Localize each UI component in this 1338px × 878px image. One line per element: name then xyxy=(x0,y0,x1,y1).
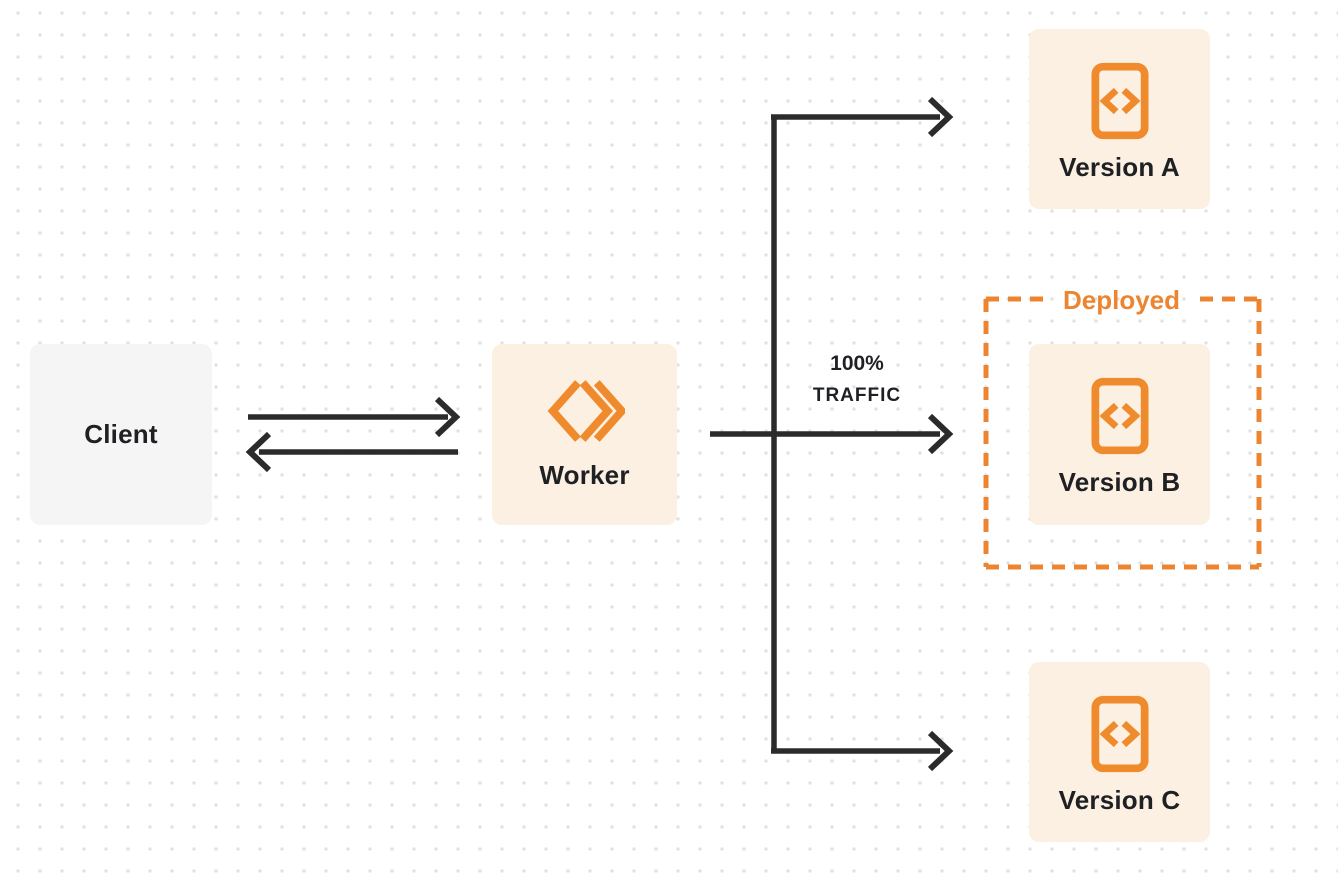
worker-label: Worker xyxy=(539,460,630,490)
arrow-worker-to-version-a xyxy=(771,96,954,138)
traffic-percent: 100% xyxy=(830,352,884,375)
version-b-label: Version B xyxy=(1058,467,1181,497)
workers-chevron-logo-icon xyxy=(545,378,627,444)
node-worker: Worker xyxy=(492,344,677,525)
version-a-label: Version A xyxy=(1059,151,1180,182)
node-version-c: Version C xyxy=(1029,662,1210,842)
arrow-worker-to-version-c xyxy=(771,730,954,772)
traffic-label: 100% TRAFFIC xyxy=(779,348,935,412)
code-file-icon xyxy=(1090,62,1149,140)
arrow-worker-to-version-b xyxy=(710,413,954,455)
traffic-word: TRAFFIC xyxy=(812,385,902,406)
deployed-group-label: Deployed xyxy=(1062,284,1181,315)
version-c-label: Version C xyxy=(1058,784,1181,815)
arrow-client-to-worker xyxy=(248,396,461,438)
client-label: Client xyxy=(84,419,158,449)
code-file-icon xyxy=(1090,695,1149,773)
node-client: Client xyxy=(30,344,212,525)
code-file-icon xyxy=(1090,377,1149,455)
arrow-worker-to-client xyxy=(245,431,458,473)
node-version-a: Version A xyxy=(1029,29,1210,209)
node-version-b: Version B xyxy=(1029,344,1210,525)
